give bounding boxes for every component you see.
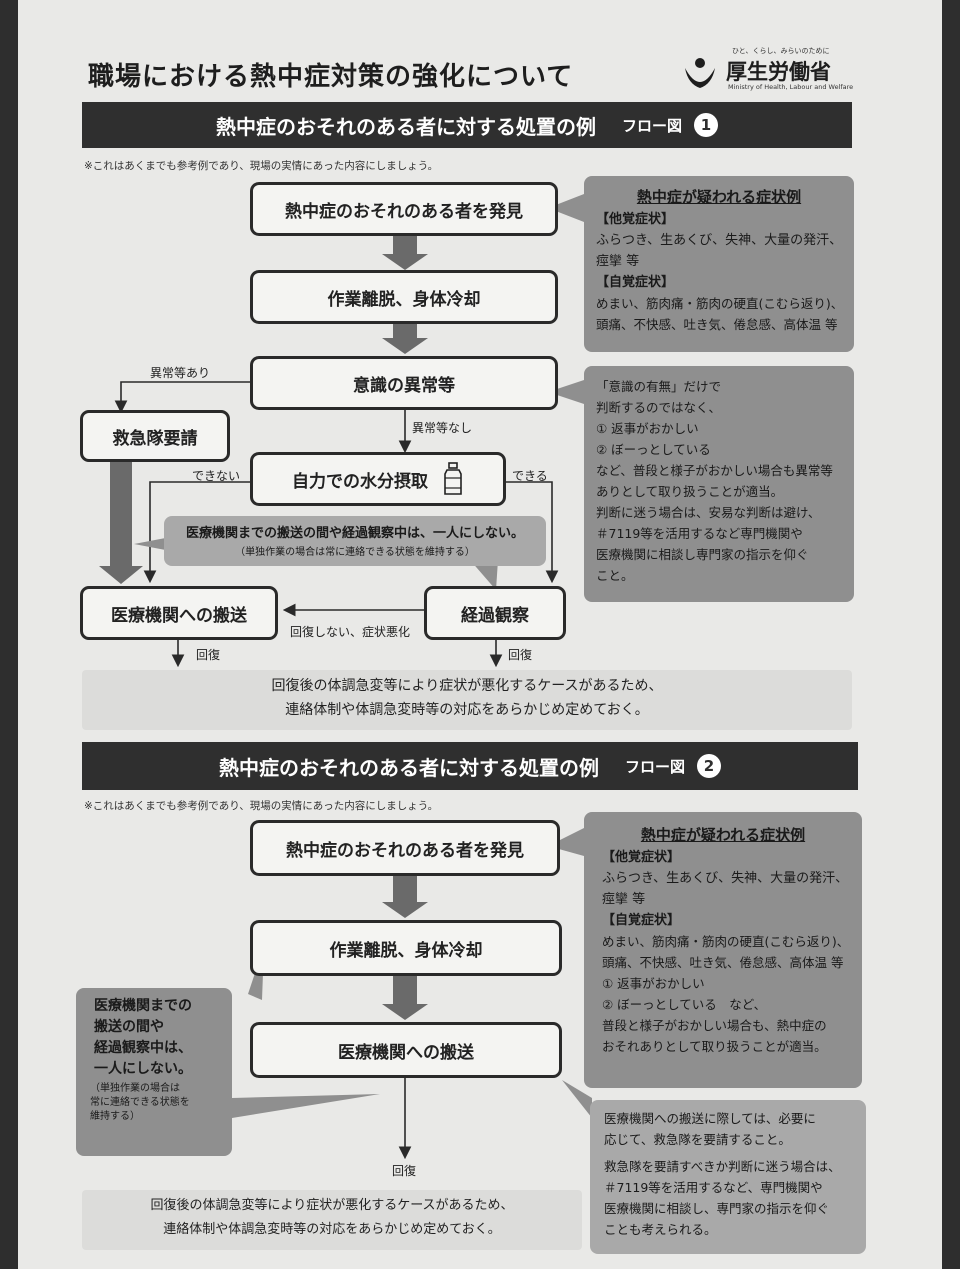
flow1-warning: 回復後の体調急変等により症状が悪化するケースがあるため、 連絡体制や体調急変時等… bbox=[82, 670, 852, 730]
water-bottle-icon bbox=[444, 462, 462, 495]
flow2-transport-6: ことも考えられる。 bbox=[604, 1222, 717, 1237]
flow1-judge-9: 医療機関に相談し専門家の指示を仰ぐ bbox=[596, 547, 809, 562]
flow1-ambulance-box: 救急隊要請 bbox=[80, 410, 230, 462]
flow1-label-abnormal: 異常等あり bbox=[150, 366, 211, 380]
flow1-note: ※これはあくまでも参考例であり、現場の実情にあった内容にしましょう。 bbox=[84, 160, 439, 172]
page-title: 職場における熱中症対策の強化について bbox=[88, 62, 574, 92]
flow1-header-band: 熱中症のおそれのある者に対する処置の例 フロー図 1 bbox=[82, 102, 852, 148]
flow1-judge-4: ② ぼーっとしている bbox=[596, 442, 711, 457]
flow2-hospital-box: 医療機関への搬送 bbox=[250, 1022, 562, 1078]
flow2-alone-s3: 維持する） bbox=[90, 1111, 140, 1122]
flow2-transport-2: 応じて、救急隊を要請すること。 bbox=[604, 1132, 791, 1147]
flow2-header-band: 熱中症のおそれのある者に対する処置の例 フロー図 2 bbox=[82, 742, 858, 790]
flow1-self-1: めまい、筋肉痛・筋肉の硬直(こむら返り)、 bbox=[596, 296, 844, 311]
logo-english: Ministry of Health, Labour and Welfare bbox=[728, 83, 854, 91]
flow1-self-head: 【自覚症状】 bbox=[596, 275, 675, 290]
flow2-header-title: 熱中症のおそれのある者に対する処置の例 bbox=[218, 755, 599, 780]
flow1-water-box: 自力での水分摂取 bbox=[250, 452, 506, 506]
flow2-flow-label: フロー図 bbox=[624, 757, 685, 776]
flow2-label-recover: 回復 bbox=[392, 1164, 417, 1178]
flow1-judge-3: ① 返事がおかしい bbox=[596, 421, 699, 436]
flow2-warning-2: 連絡体制や体調急変時等の対応をあらかじめ定めておく。 bbox=[163, 1222, 501, 1237]
flow2-alone-callout: 医療機関までの 搬送の間や 経過観察中は、 一人にしない。 （単独作業の場合は … bbox=[76, 988, 232, 1156]
flow2-self-head: 【自覚症状】 bbox=[602, 913, 681, 928]
flow2-discover-box: 熱中症のおそれのある者を発見 bbox=[250, 820, 560, 876]
flow1-label-recover-left: 回復 bbox=[196, 648, 221, 662]
flow2-alone-1: 医療機関までの bbox=[94, 998, 192, 1014]
flow1-judge-8: ＃7119等を活用するなど専門機関や bbox=[596, 526, 803, 541]
flow1-alone-callout: 医療機関までの搬送の間や経過観察中は、一人にしない。 （単独作業の場合は常に連絡… bbox=[164, 516, 546, 566]
flow1-consciousness-box: 意識の異常等 bbox=[250, 356, 558, 410]
flow2-symptom-d: おそれありとして取り扱うことが適当。 bbox=[602, 1039, 827, 1054]
flow1-label-can: できる bbox=[512, 469, 548, 483]
flow2-other-2: 痙攣 等 bbox=[602, 892, 646, 907]
flow2-alone-4: 一人にしない。 bbox=[94, 1061, 192, 1077]
flow2-symptom-a: ① 返事がおかしい bbox=[602, 976, 705, 991]
logo-name: 厚生労働省 bbox=[726, 60, 831, 84]
flow1-label-cannot: できない bbox=[192, 469, 241, 483]
flow1-judge-10: こと。 bbox=[596, 568, 634, 583]
flow1-judge-2: 判断するのではなく、 bbox=[596, 400, 722, 415]
flow2-symptoms-panel: 熱中症が疑われる症状例 【他覚症状】 ふらつき、生あくび、失神、大量の発汗、 痙… bbox=[584, 812, 862, 1088]
flow1-header-title: 熱中症のおそれのある者に対する処置の例 bbox=[215, 114, 596, 139]
flow1-judgement-panel: 「意識の有無」だけで 判断するのではなく、 ① 返事がおかしい ② ぼーっとして… bbox=[584, 366, 854, 602]
flow2-note: ※これはあくまでも参考例であり、現場の実情にあった内容にしましょう。 bbox=[84, 800, 439, 812]
flow2-transport-1: 医療機関への搬送に際しては、必要に bbox=[604, 1111, 816, 1126]
flow2-alone-s1: （単独作業の場合は bbox=[90, 1083, 180, 1094]
flow1-hospital-box: 医療機関への搬送 bbox=[80, 586, 278, 640]
flow1-number-badge: 1 bbox=[694, 113, 718, 137]
flow2-warning: 回復後の体調急変等により症状が悪化するケースがあるため、 連絡体制や体調急変時等… bbox=[82, 1190, 582, 1250]
flow1-cooling-box: 作業離脱、身体冷却 bbox=[250, 270, 558, 324]
flow2-alone-3: 経過観察中は、 bbox=[94, 1040, 192, 1056]
mhlw-logo: ひと、くらし、みらいのために 厚生労働省 Ministry of Health,… bbox=[682, 46, 854, 96]
flow1-label-not-recover: 回復しない、症状悪化 bbox=[290, 625, 411, 639]
flow2-number-badge: 2 bbox=[697, 754, 721, 778]
flow2-symptoms-title: 熱中症が疑われる症状例 bbox=[640, 826, 806, 844]
flow2-symptom-c: 普段と様子がおかしい場合も、熱中症の bbox=[602, 1018, 827, 1033]
flow2-self-2: 頭痛、不快感、吐き気、倦怠感、高体温 等 bbox=[602, 955, 844, 970]
flow2-self-1: めまい、筋肉痛・筋肉の硬直(こむら返り)、 bbox=[602, 934, 850, 949]
flow1-alone-main: 医療機関までの搬送の間や経過観察中は、一人にしない。 bbox=[185, 526, 524, 541]
flow1-judge-7: 判断に迷う場合は、安易な判断は避け、 bbox=[596, 505, 821, 520]
flow1-label-recover-right: 回復 bbox=[508, 648, 533, 662]
flow1-warning-1: 回復後の体調急変等により症状が悪化するケースがあるため、 bbox=[271, 678, 663, 694]
mhlw-logo-icon bbox=[685, 58, 715, 88]
flow2-alone-2: 搬送の間や bbox=[94, 1019, 164, 1035]
flow1-water-label: 自力での水分摂取 bbox=[292, 471, 428, 492]
flow2-cooling-box: 作業離脱、身体冷却 bbox=[250, 920, 562, 976]
flow2-symptom-b: ② ぼーっとしている など、 bbox=[602, 997, 767, 1012]
flow2-transport-4: ＃7119等を活用するなど、専門機関や bbox=[604, 1180, 823, 1195]
logo-tagline: ひと、くらし、みらいのために bbox=[732, 47, 830, 55]
flow1-discover-box: 熱中症のおそれのある者を発見 bbox=[250, 182, 558, 236]
flow1-self-2: 頭痛、不快感、吐き気、倦怠感、高体温 等 bbox=[596, 317, 838, 332]
flow2-alone-s2: 常に連絡できる状態を bbox=[90, 1097, 190, 1108]
flow1-label-no-abnormal: 異常等なし bbox=[412, 421, 473, 435]
flow2-transport-panel: 医療機関への搬送に際しては、必要に 応じて、救急隊を要請すること。 救急隊を要請… bbox=[590, 1100, 866, 1254]
flow1-judge-5: など、普段と様子がおかしい場合も異常等 bbox=[596, 463, 833, 478]
flow2-warning-1: 回復後の体調急変等により症状が悪化するケースがあるため、 bbox=[150, 1198, 514, 1213]
flow1-symptoms-panel: 熱中症が疑われる症状例 【他覚症状】 ふらつき、生あくび、失神、大量の発汗、 痙… bbox=[584, 176, 854, 352]
flow1-warning-2: 連絡体制や体調急変時等の対応をあらかじめ定めておく。 bbox=[285, 702, 649, 718]
flow1-alone-sub: （単独作業の場合は常に連絡できる状態を維持する） bbox=[235, 547, 475, 558]
flow1-judge-6: ありとして取り扱うことが適当。 bbox=[596, 484, 784, 499]
flow1-symptoms-title: 熱中症が疑われる症状例 bbox=[636, 188, 802, 206]
flow2-other-1: ふらつき、生あくび、失神、大量の発汗、 bbox=[602, 871, 849, 886]
flow2-other-head: 【他覚症状】 bbox=[602, 850, 681, 865]
flow2-transport-3: 救急隊を要請すべきか判断に迷う場合は、 bbox=[604, 1159, 841, 1174]
flow2-transport-5: 医療機関に相談し、専門家の指示を仰ぐ bbox=[604, 1201, 830, 1216]
flow1-other-head: 【他覚症状】 bbox=[596, 212, 675, 227]
flow1-other-1: ふらつき、生あくび、失神、大量の発汗、 bbox=[596, 233, 843, 248]
flow1-judge-1: 「意識の有無」だけで bbox=[596, 379, 722, 394]
flow1-other-2: 痙攣 等 bbox=[596, 254, 640, 269]
flow1-observation-box: 経過観察 bbox=[424, 586, 566, 640]
flow1-flow-label: フロー図 bbox=[621, 116, 682, 135]
